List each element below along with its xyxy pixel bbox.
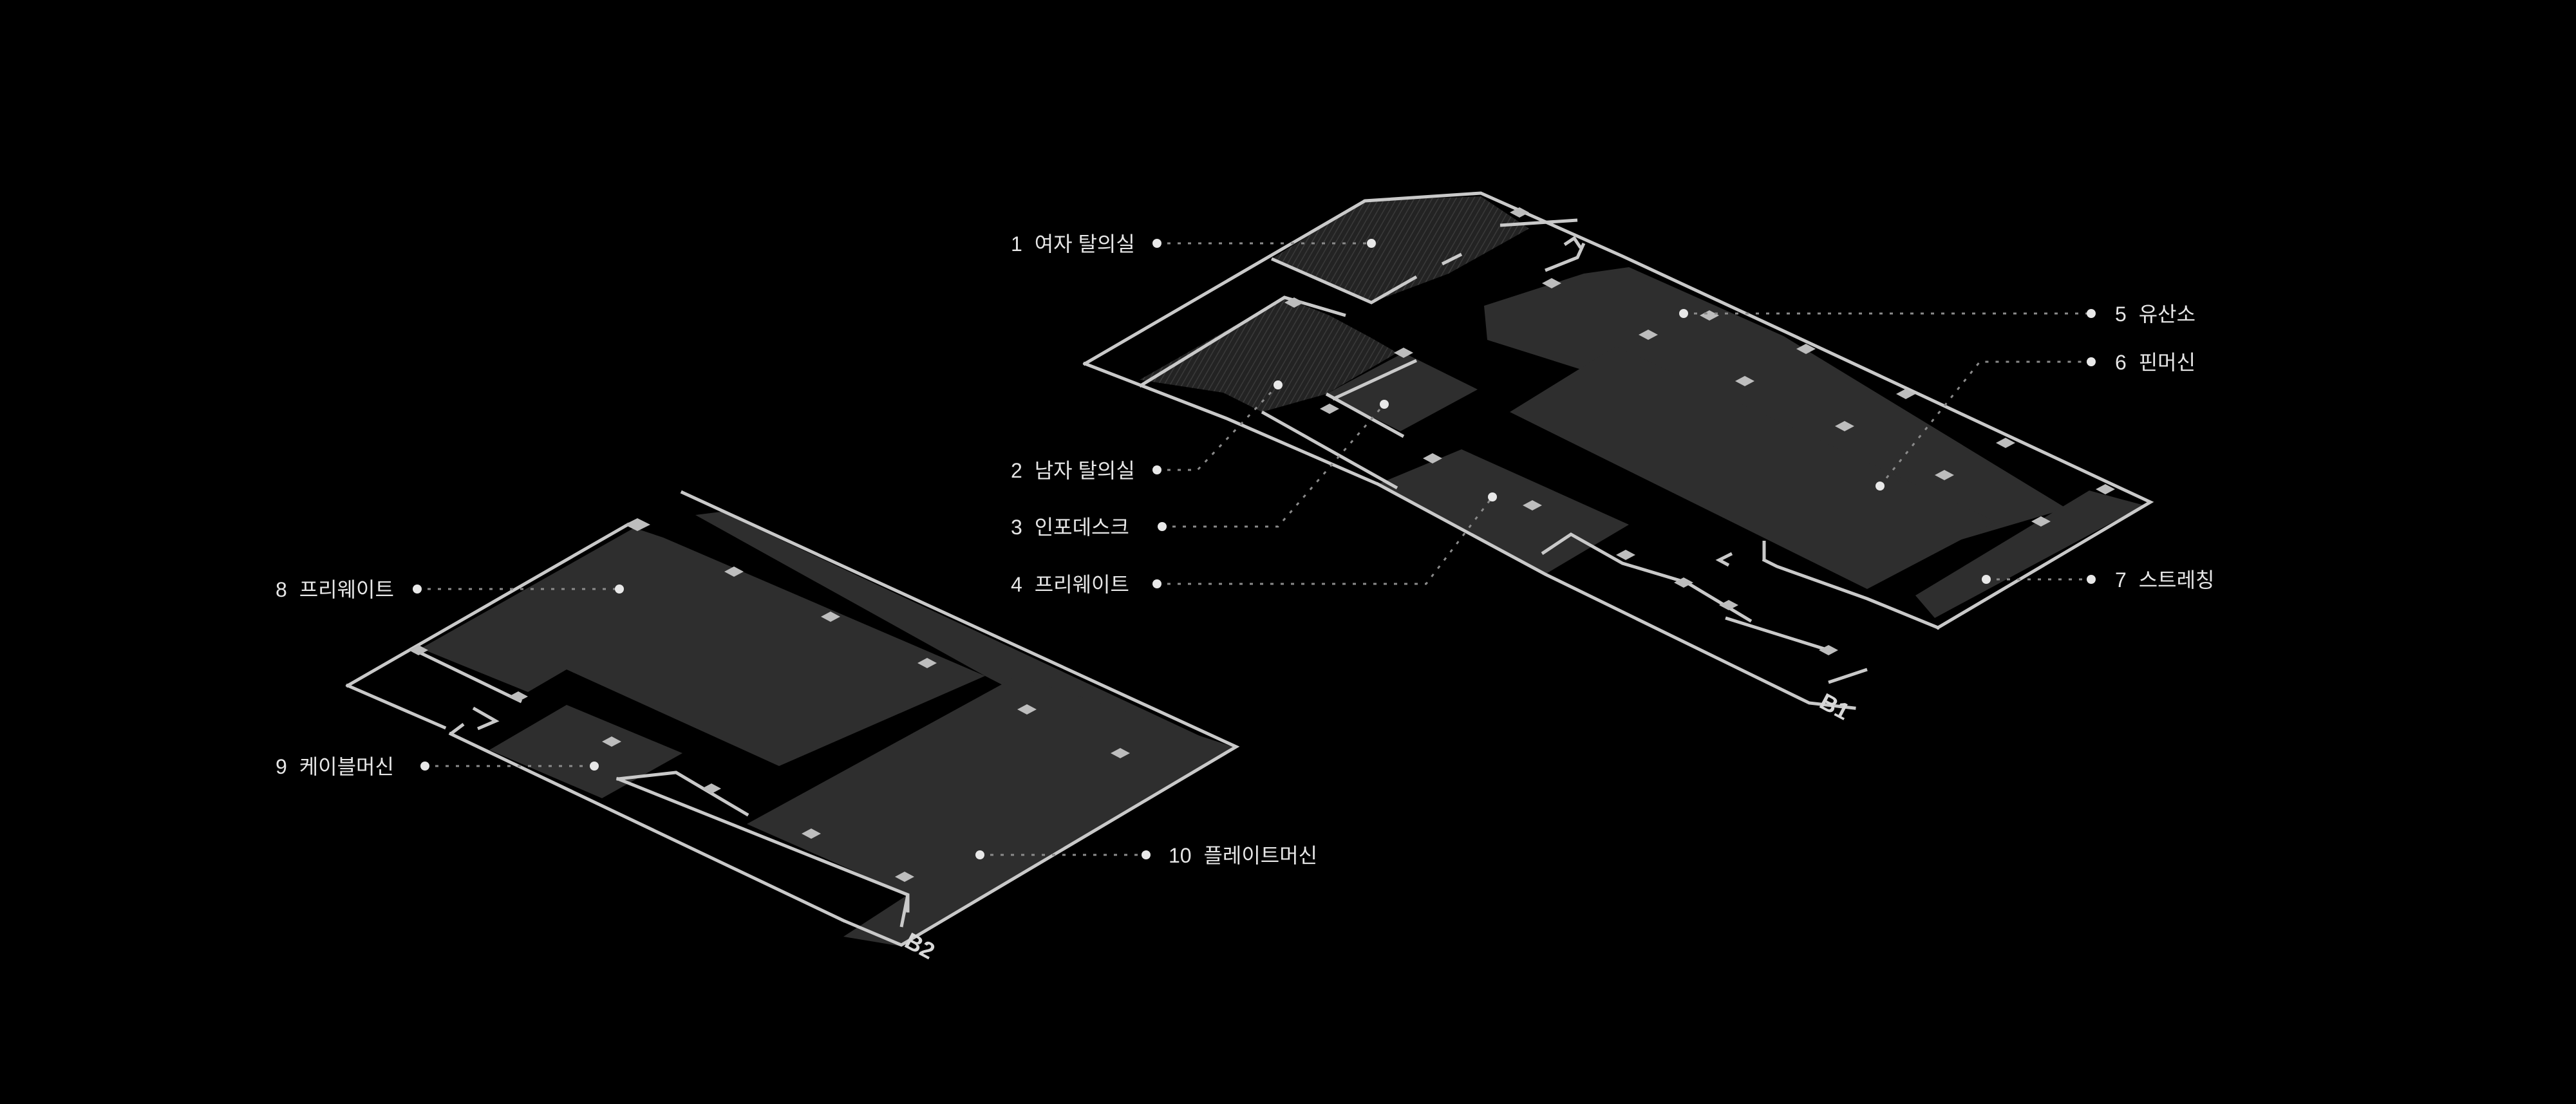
- room-stretching: [1915, 491, 2144, 618]
- floor-b1: B1: [1082, 191, 2154, 725]
- callout-1-womens-locker: 1 여자 탈의실: [1011, 232, 1376, 256]
- b1-markers: [1284, 207, 2115, 655]
- room-plate-machine: [747, 676, 1233, 946]
- callout-5-number: 5: [2115, 303, 2127, 326]
- b2-interior-walls: [411, 647, 910, 928]
- callout-1-text: 여자 탈의실: [1035, 232, 1135, 256]
- callout-1-number: 1: [1011, 232, 1022, 256]
- room-cardio: [1484, 267, 2067, 541]
- b2-outline: [345, 490, 1240, 947]
- callout-4-free-weight: 4 프리웨이트: [1011, 492, 1497, 596]
- callout-6-text: 핀머신: [2139, 351, 2195, 374]
- callout-7-text: 스트레칭: [2139, 568, 2215, 592]
- room-b2-free-weight: [412, 528, 985, 766]
- b1-outline: [1082, 191, 2154, 710]
- callout-6-number: 6: [2115, 351, 2127, 374]
- svg-text:2 남자 탈의실: 2 남자 탈의실: [1011, 459, 1135, 482]
- svg-text:4 프리웨이트: 4 프리웨이트: [1011, 573, 1129, 596]
- room-womens-locker: [1272, 196, 1529, 303]
- room-pin-machine: [1510, 346, 1996, 589]
- floor-tag-b1: B1: [1816, 688, 1854, 725]
- callout-2-text: 남자 탈의실: [1035, 459, 1135, 482]
- svg-text:5 유산소: 5 유산소: [2115, 303, 2195, 326]
- callout-7-stretching: 7 스트레칭: [1982, 568, 2214, 592]
- room-b1-free-weight: [1378, 449, 1629, 574]
- callout-10-number: 10: [1169, 844, 1192, 867]
- callout-4-text: 프리웨이트: [1035, 573, 1129, 596]
- callout-3-info-desk: 3 인포데스크: [1011, 400, 1389, 539]
- callouts: 1 여자 탈의실 2 남자 탈의실 3 인포데스크: [276, 232, 2214, 867]
- callout-5-cardio: 5 유산소: [1679, 303, 2195, 326]
- callout-10-text: 플레이트머신: [1203, 844, 1317, 867]
- b2-markers: [409, 518, 1130, 882]
- callout-9-text: 케이블머신: [299, 755, 394, 778]
- callout-8-free-weight: 8 프리웨이트: [276, 578, 624, 601]
- callout-10-plate-machine: 10 플레이트머신: [975, 844, 1317, 867]
- room-mens-locker: [1140, 297, 1397, 412]
- callout-4-number: 4: [1011, 573, 1022, 596]
- svg-text:8 프리웨이트: 8 프리웨이트: [276, 578, 394, 601]
- svg-text:3 인포데스크: 3 인포데스크: [1011, 516, 1129, 539]
- callout-5-text: 유산소: [2139, 303, 2195, 326]
- callout-3-text: 인포데스크: [1035, 516, 1129, 539]
- callout-2-number: 2: [1011, 459, 1022, 482]
- svg-text:9 케이블머신: 9 케이블머신: [276, 755, 394, 778]
- b1-stair-arrow-1: [1563, 236, 1583, 249]
- callout-3-number: 3: [1011, 516, 1022, 539]
- callout-6-pin-machine: 6 핀머신: [1876, 351, 2195, 491]
- callout-2-mens-locker: 2 남자 탈의실: [1011, 380, 1283, 482]
- callout-8-number: 8: [276, 578, 287, 601]
- svg-text:1 여자 탈의실: 1 여자 탈의실: [1011, 232, 1135, 256]
- callout-9-cable-machine: 9 케이블머신: [276, 755, 599, 778]
- room-info-desk: [1326, 353, 1478, 431]
- callout-8-text: 프리웨이트: [299, 578, 394, 601]
- svg-text:6 핀머신: 6 핀머신: [2115, 351, 2195, 374]
- room-cable-machine: [489, 705, 682, 798]
- svg-text:10 플레이트머신: 10 플레이트머신: [1169, 844, 1317, 867]
- callout-7-number: 7: [2115, 568, 2127, 592]
- b2-stair-arrow: [472, 706, 500, 731]
- b1-stair-arrow-2: [1715, 552, 1733, 567]
- floor-b2: B2: [345, 490, 1240, 964]
- svg-text:7 스트레칭: 7 스트레칭: [2115, 568, 2214, 592]
- callout-9-number: 9: [276, 755, 287, 778]
- b1-interior-walls: [1138, 200, 1868, 684]
